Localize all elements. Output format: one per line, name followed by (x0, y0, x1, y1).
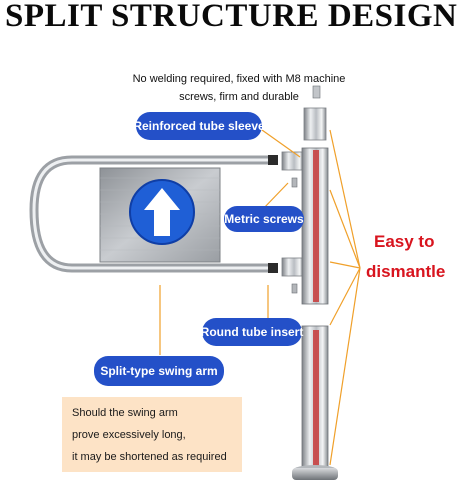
top-caption-line-1: No welding required, fixed with M8 machi… (132, 73, 346, 85)
leader-lines (159, 129, 361, 466)
note-line-2: prove excessively long, (72, 429, 186, 441)
upper-arm-end (268, 155, 278, 165)
callout-line-2: dismantle (366, 262, 446, 281)
top-cap (303, 107, 327, 141)
top-caption: No welding required, fixed with M8 machi… (118, 70, 360, 106)
label-metric-screws: Metric screws (224, 206, 304, 232)
upper-post-insert (313, 150, 319, 302)
arrow-up-icon (144, 188, 180, 236)
post-base (292, 468, 338, 480)
callout-line-1: Easy to (374, 232, 435, 251)
lower-screw (291, 283, 298, 294)
lower-post-insert (313, 330, 319, 468)
top-caption-line-2: screws, firm and durable (179, 91, 299, 103)
note-box: Should the swing arm prove excessively l… (62, 397, 242, 472)
top-screw (312, 85, 321, 99)
page-title: SPLIT STRUCTURE DESIGN (5, 0, 458, 34)
note-line-3: it may be shortened as required (72, 451, 227, 463)
lower-arm-end (268, 263, 278, 273)
note-line-1: Should the swing arm (72, 407, 178, 419)
label-round-tube-insert: Round tube insert (201, 318, 303, 346)
upper-screw (291, 177, 298, 188)
label-reinforced-sleeve: Reinforced tube sleeve (133, 112, 265, 140)
lower-sleeve (281, 257, 305, 277)
swing-arm-frame-highlight (32, 158, 270, 270)
label-split-swing-arm: Split-type swing arm (94, 356, 224, 386)
upper-sleeve (281, 151, 305, 171)
